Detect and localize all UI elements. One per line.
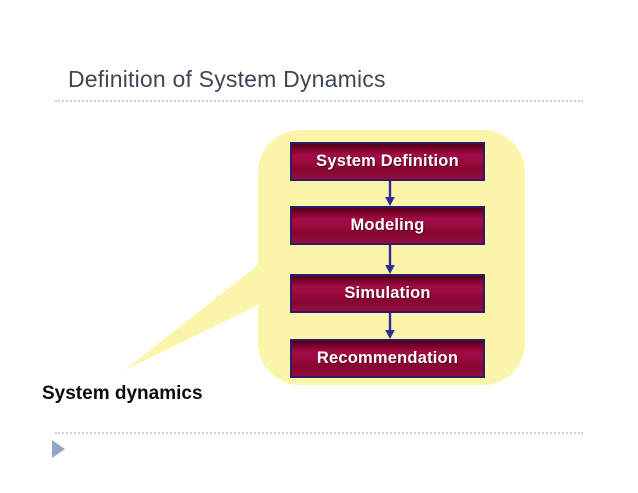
flow-arrow-3 [382, 313, 398, 339]
flow-step-modeling[interactable]: Modeling [290, 206, 485, 245]
speech-bubble-shape [125, 130, 525, 385]
speech-bubble-path [125, 130, 525, 385]
arrow-down-icon [385, 313, 395, 339]
play-triangle-icon[interactable] [52, 440, 65, 458]
divider-bottom [55, 432, 583, 434]
arrow-down-icon [385, 181, 395, 206]
flow-step-label: System Definition [316, 152, 459, 170]
caption-system-dynamics: System dynamics [42, 383, 203, 404]
arrow-down-icon [385, 245, 395, 274]
speech-bubble [100, 120, 540, 400]
flow-arrow-1 [382, 181, 398, 206]
flow-step-label: Recommendation [316, 349, 459, 367]
page-title: Definition of System Dynamics [68, 66, 386, 92]
flow-step-label: Simulation [344, 284, 431, 302]
flow-arrow-2 [382, 245, 398, 274]
flow-step-label: Modeling [350, 216, 425, 234]
flow-step-simulation[interactable]: Simulation [290, 274, 485, 313]
flow-step-system-definition[interactable]: System Definition [290, 142, 485, 181]
flow-step-recommendation[interactable]: Recommendation [290, 339, 485, 378]
divider-top [55, 100, 583, 102]
